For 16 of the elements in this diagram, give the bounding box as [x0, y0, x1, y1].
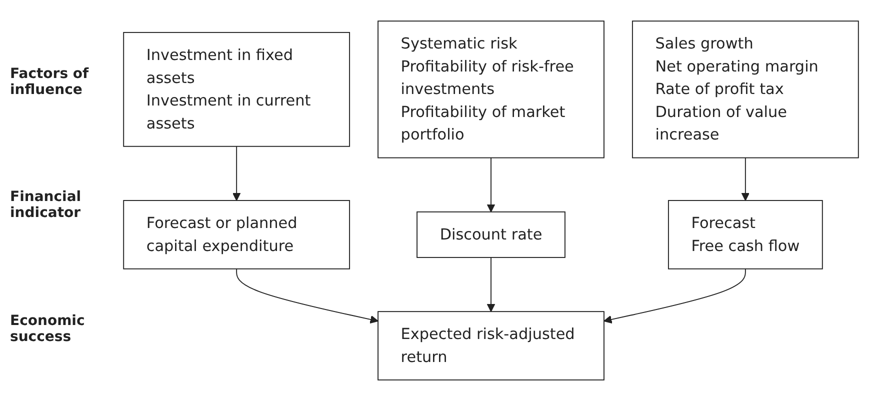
- node-box: Systematic risk Profitability of risk-free investments Profitability of market portfolio: [377, 20, 604, 158]
- node-box: Discount rate: [416, 211, 565, 258]
- arrow: [232, 146, 240, 201]
- row-label: Financial indicator: [10, 189, 82, 222]
- arrow: [486, 157, 495, 212]
- node-box: Forecast Free cash flow: [667, 200, 822, 270]
- arrow: [603, 268, 746, 324]
- arrow: [740, 157, 750, 201]
- row-label: Factors of influence: [10, 66, 90, 98]
- row-label: Economic success: [10, 313, 86, 346]
- node-box: Expected risk-adjusted return: [377, 311, 604, 380]
- arrow: [486, 256, 495, 312]
- node-box: Sales growth Net operating margin Rate of profit tax Duration of value increase: [631, 20, 858, 158]
- node-box: Forecast or planned capital expenditure: [122, 200, 350, 270]
- arrow: [236, 268, 378, 324]
- node-box: Investment in fixed assets Investment in current assets: [122, 32, 350, 147]
